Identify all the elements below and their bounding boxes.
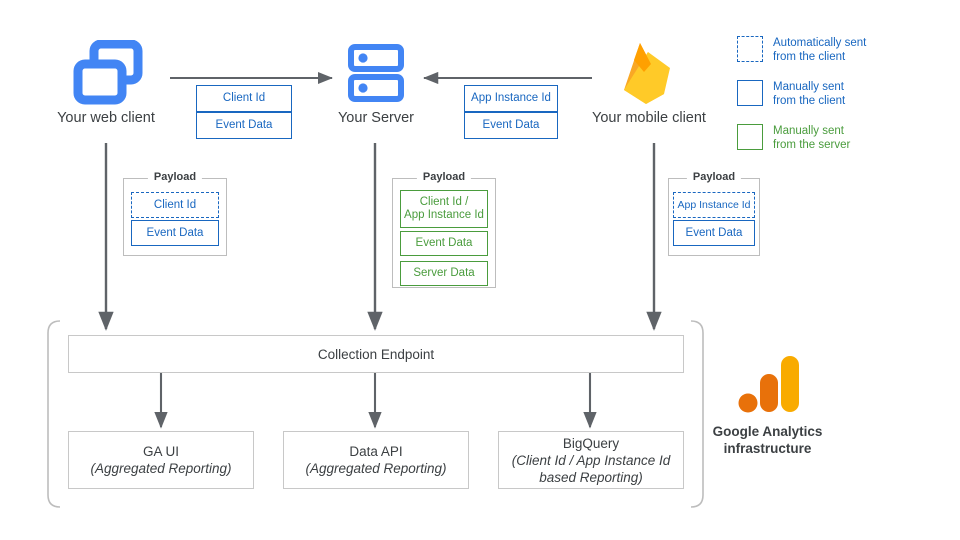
payload-server-item-event-data: Event Data [400, 231, 488, 256]
legend-item-manual-client: Manually sent from the client [737, 80, 952, 108]
output-title-ga-ui: GA UI [142, 444, 179, 459]
legend-item-auto-client: Automatically sent from the client [737, 36, 952, 64]
browser-windows-icon [73, 40, 143, 105]
output-subtitle-bigquery-line1: (Client Id / App Instance Id [511, 452, 671, 468]
legend-label-manual-server-line1: Manually sent [773, 125, 844, 137]
ga-infrastructure-caption-line1: Google Analytics [712, 424, 823, 439]
collection-endpoint-label: Collection Endpoint [317, 346, 435, 362]
transit-box-app-instance-id: App Instance Id [464, 85, 558, 112]
output-title-data-api: Data API [349, 444, 403, 459]
legend-swatch-dashed-icon [737, 36, 763, 62]
output-subtitle-ga-ui: (Aggregated Reporting) [90, 461, 232, 476]
legend: Automatically sent from the client Manua… [737, 36, 952, 168]
payload-server-title: Payload [416, 171, 472, 183]
legend-label-manual-client-line1: Manually sent [773, 81, 844, 93]
output-box-ga-ui: GA UI (Aggregated Reporting) [68, 431, 254, 489]
node-label-server: Your Server [337, 110, 415, 126]
node-label-web-client: Your web client [57, 110, 155, 126]
output-box-data-api: Data API (Aggregated Reporting) [283, 431, 469, 489]
legend-swatch-solid-blue-icon [737, 80, 763, 106]
legend-label-auto-client: Automatically sent from the client [773, 36, 866, 64]
legend-label-manual-client-line2: from the client [773, 95, 846, 107]
server-rack-icon [348, 44, 404, 102]
output-subtitle-bigquery-line2: based Reporting) [539, 469, 643, 485]
firebase-flame-icon [624, 43, 670, 104]
transit-box-event-data-web: Event Data [196, 112, 292, 139]
payload-mobile-title: Payload [686, 171, 742, 183]
legend-label-auto-client-line2: from the client [773, 51, 846, 63]
payload-mobile-item-event-data: Event Data [673, 220, 755, 246]
payload-web-title: Payload [147, 171, 203, 183]
infrastructure-bracket-right [690, 320, 704, 508]
node-label-mobile-client: Your mobile client [592, 110, 706, 126]
transit-box-client-id: Client Id [196, 85, 292, 112]
legend-label-manual-client: Manually sent from the client [773, 80, 845, 108]
legend-label-manual-server-line2: from the server [773, 139, 851, 151]
payload-server-item-server-data: Server Data [400, 261, 488, 286]
ga-infrastructure-caption-line2: infrastructure [723, 441, 812, 456]
collection-endpoint-box: Collection Endpoint [68, 335, 684, 373]
legend-item-manual-server: Manually sent from the server [737, 124, 952, 152]
payload-web-item-client-id: Client Id [131, 192, 219, 218]
payload-server-item-ids: Client Id / App Instance Id [400, 190, 488, 228]
ga-infrastructure-caption: Google Analytics infrastructure [690, 423, 845, 457]
infrastructure-bracket-left [47, 320, 61, 508]
legend-label-auto-client-line1: Automatically sent [773, 37, 867, 49]
payload-server-item-ids-line2: App Instance Id [404, 209, 484, 221]
payload-web-item-event-data: Event Data [131, 220, 219, 246]
payload-server-item-ids-line1: Client Id / [419, 196, 469, 208]
output-subtitle-data-api: (Aggregated Reporting) [305, 461, 447, 476]
output-title-bigquery: BigQuery [562, 435, 620, 451]
payload-mobile-item-app-instance-id: App Instance Id [673, 192, 755, 218]
transit-box-event-data-mobile: Event Data [464, 112, 558, 139]
legend-label-manual-server: Manually sent from the server [773, 124, 850, 152]
google-analytics-icon [738, 356, 799, 413]
legend-swatch-solid-green-icon [737, 124, 763, 150]
output-box-bigquery: BigQuery (Client Id / App Instance Id ba… [498, 431, 684, 489]
